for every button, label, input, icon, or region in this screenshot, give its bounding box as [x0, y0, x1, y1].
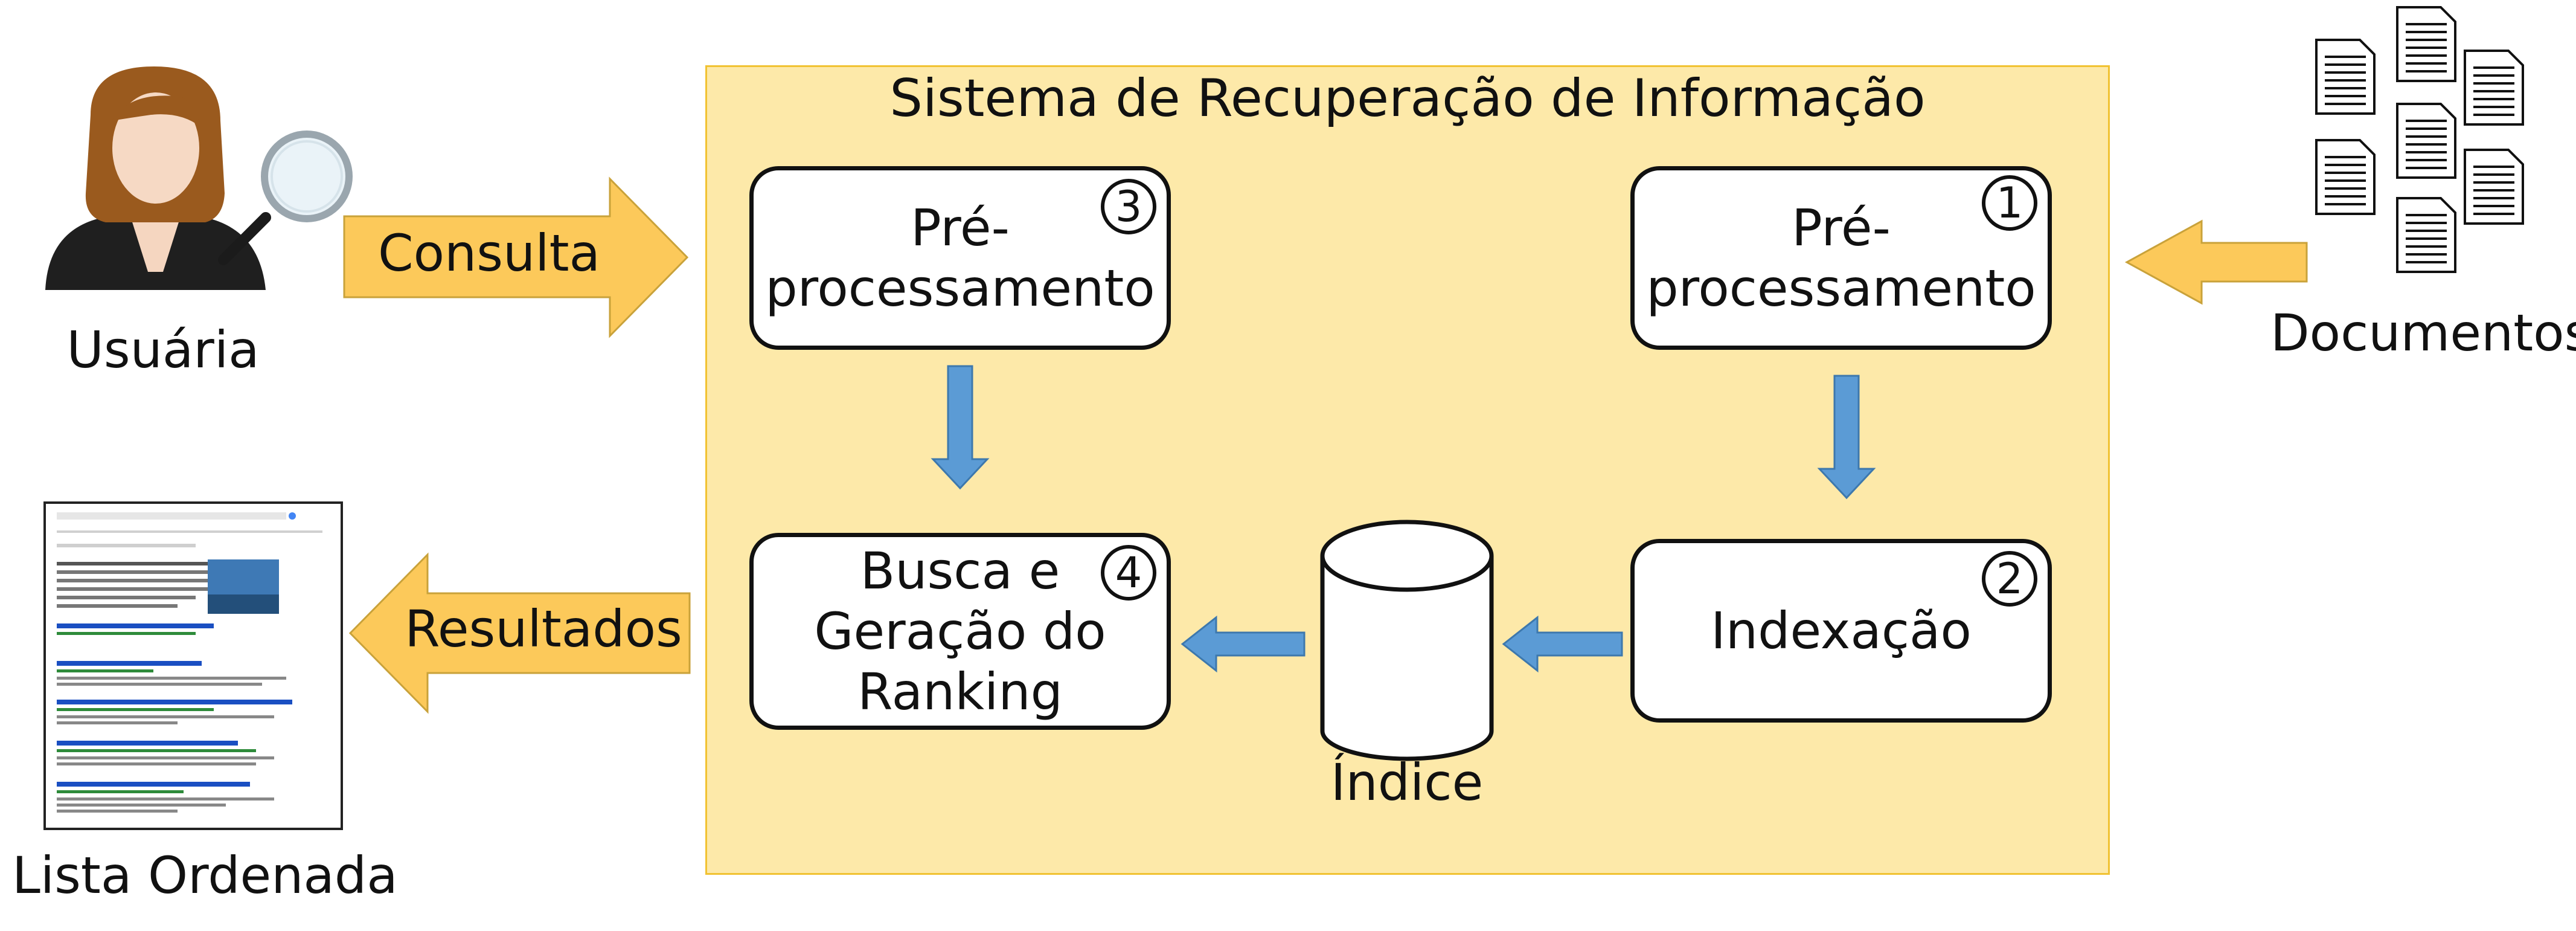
- step-4-search-ranking: Busca e Geração do Ranking: [749, 533, 1171, 730]
- arrow-step2-to-index: [1502, 615, 1623, 673]
- step-4-number-badge: 4: [1101, 545, 1156, 601]
- step-3-line-2: processamento: [765, 259, 1155, 318]
- document-icon: [2464, 50, 2524, 126]
- step-3-number-badge: 3: [1101, 179, 1156, 234]
- document-icon: [2315, 139, 2376, 215]
- results-arrow: [348, 552, 691, 714]
- step-4-line-2: Geração do: [814, 602, 1106, 661]
- documents-label: Documentos: [2270, 303, 2576, 362]
- system-title: Sistema de Recuperação de Informação: [889, 68, 1926, 129]
- query-arrow: [343, 176, 689, 338]
- documents-icon: [2315, 6, 2524, 273]
- step-3-preprocessing: Pré- processamento: [749, 166, 1171, 350]
- step-1-number-badge: 1: [1982, 175, 2037, 231]
- query-label: Consulta: [377, 224, 601, 283]
- results-page-thumbnail: [43, 501, 343, 830]
- step-2-indexing: Indexação: [1630, 539, 2052, 723]
- documents-arrow: [2124, 219, 2308, 305]
- step-1-preprocessing: Pré- processamento: [1630, 166, 2052, 350]
- step-3-line-1: Pré-: [911, 198, 1010, 257]
- magnifier-icon: [218, 130, 353, 265]
- document-icon: [2315, 39, 2376, 115]
- document-icon: [2396, 103, 2456, 179]
- document-icon: [2396, 6, 2456, 82]
- results-label: Resultados: [405, 599, 682, 659]
- user-label: Usuária: [66, 320, 260, 379]
- index-label: Índice: [1330, 753, 1484, 812]
- arrow-step1-to-step2: [1817, 375, 1876, 500]
- user-icon: [45, 66, 266, 290]
- step-4-line-1: Busca e: [860, 541, 1060, 601]
- step-2-number-badge: 2: [1982, 551, 2037, 607]
- document-icon: [2396, 197, 2456, 273]
- step-1-line-1: Pré-: [1792, 198, 1891, 257]
- ranked-list-label: Lista Ordenada: [12, 846, 398, 905]
- document-icon: [2464, 149, 2524, 225]
- results-page-illustration: [57, 512, 322, 813]
- step-1-line-2: processamento: [1646, 259, 2036, 318]
- step-4-line-3: Ranking: [857, 662, 1063, 721]
- arrow-index-to-step4: [1181, 615, 1306, 673]
- arrow-step3-to-step4: [931, 365, 990, 490]
- step-2-line-1: Indexação: [1711, 601, 1972, 660]
- index-cylinder: [1320, 520, 1494, 761]
